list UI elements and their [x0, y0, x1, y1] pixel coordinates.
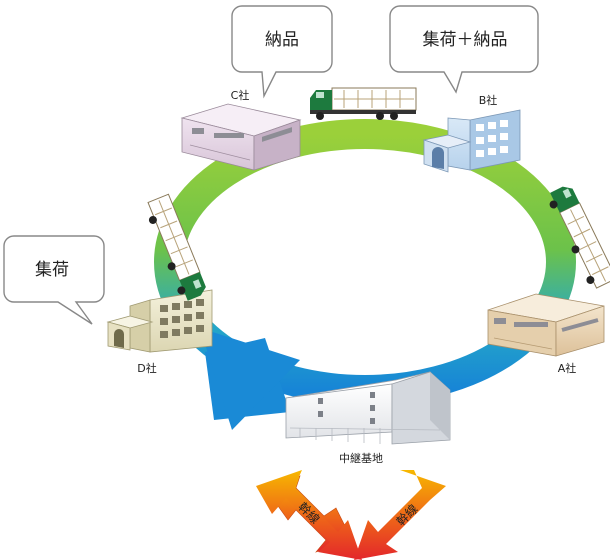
bubble-c-text: 納品 — [265, 30, 299, 50]
bubble-d: 集荷 — [3, 235, 105, 325]
relay-base-label: 中継基地 — [339, 451, 383, 465]
bubble-b-text: 集荷＋納品 — [423, 30, 508, 50]
company-a-label: A社 — [558, 361, 577, 375]
bubble-c: 納品 — [231, 5, 333, 99]
building-b: B社 — [422, 93, 521, 173]
bubble-b: 集荷＋納品 — [389, 5, 539, 94]
truck-right — [549, 186, 610, 289]
building-d: D社 — [106, 289, 213, 375]
building-c: C社 — [180, 88, 302, 171]
truck-left — [147, 193, 206, 301]
truck-top — [310, 87, 417, 120]
building-a: A社 — [487, 293, 605, 375]
trunk-arrow-right: 幹線 — [354, 470, 446, 560]
company-d-label: D社 — [137, 361, 156, 375]
company-c-label: C社 — [231, 88, 250, 102]
relay-base: 中継基地 — [285, 371, 451, 465]
trunk-arrow-left: 幹線 — [256, 470, 362, 560]
company-b-label: B社 — [479, 93, 498, 107]
bubble-d-text: 集荷 — [35, 260, 69, 280]
